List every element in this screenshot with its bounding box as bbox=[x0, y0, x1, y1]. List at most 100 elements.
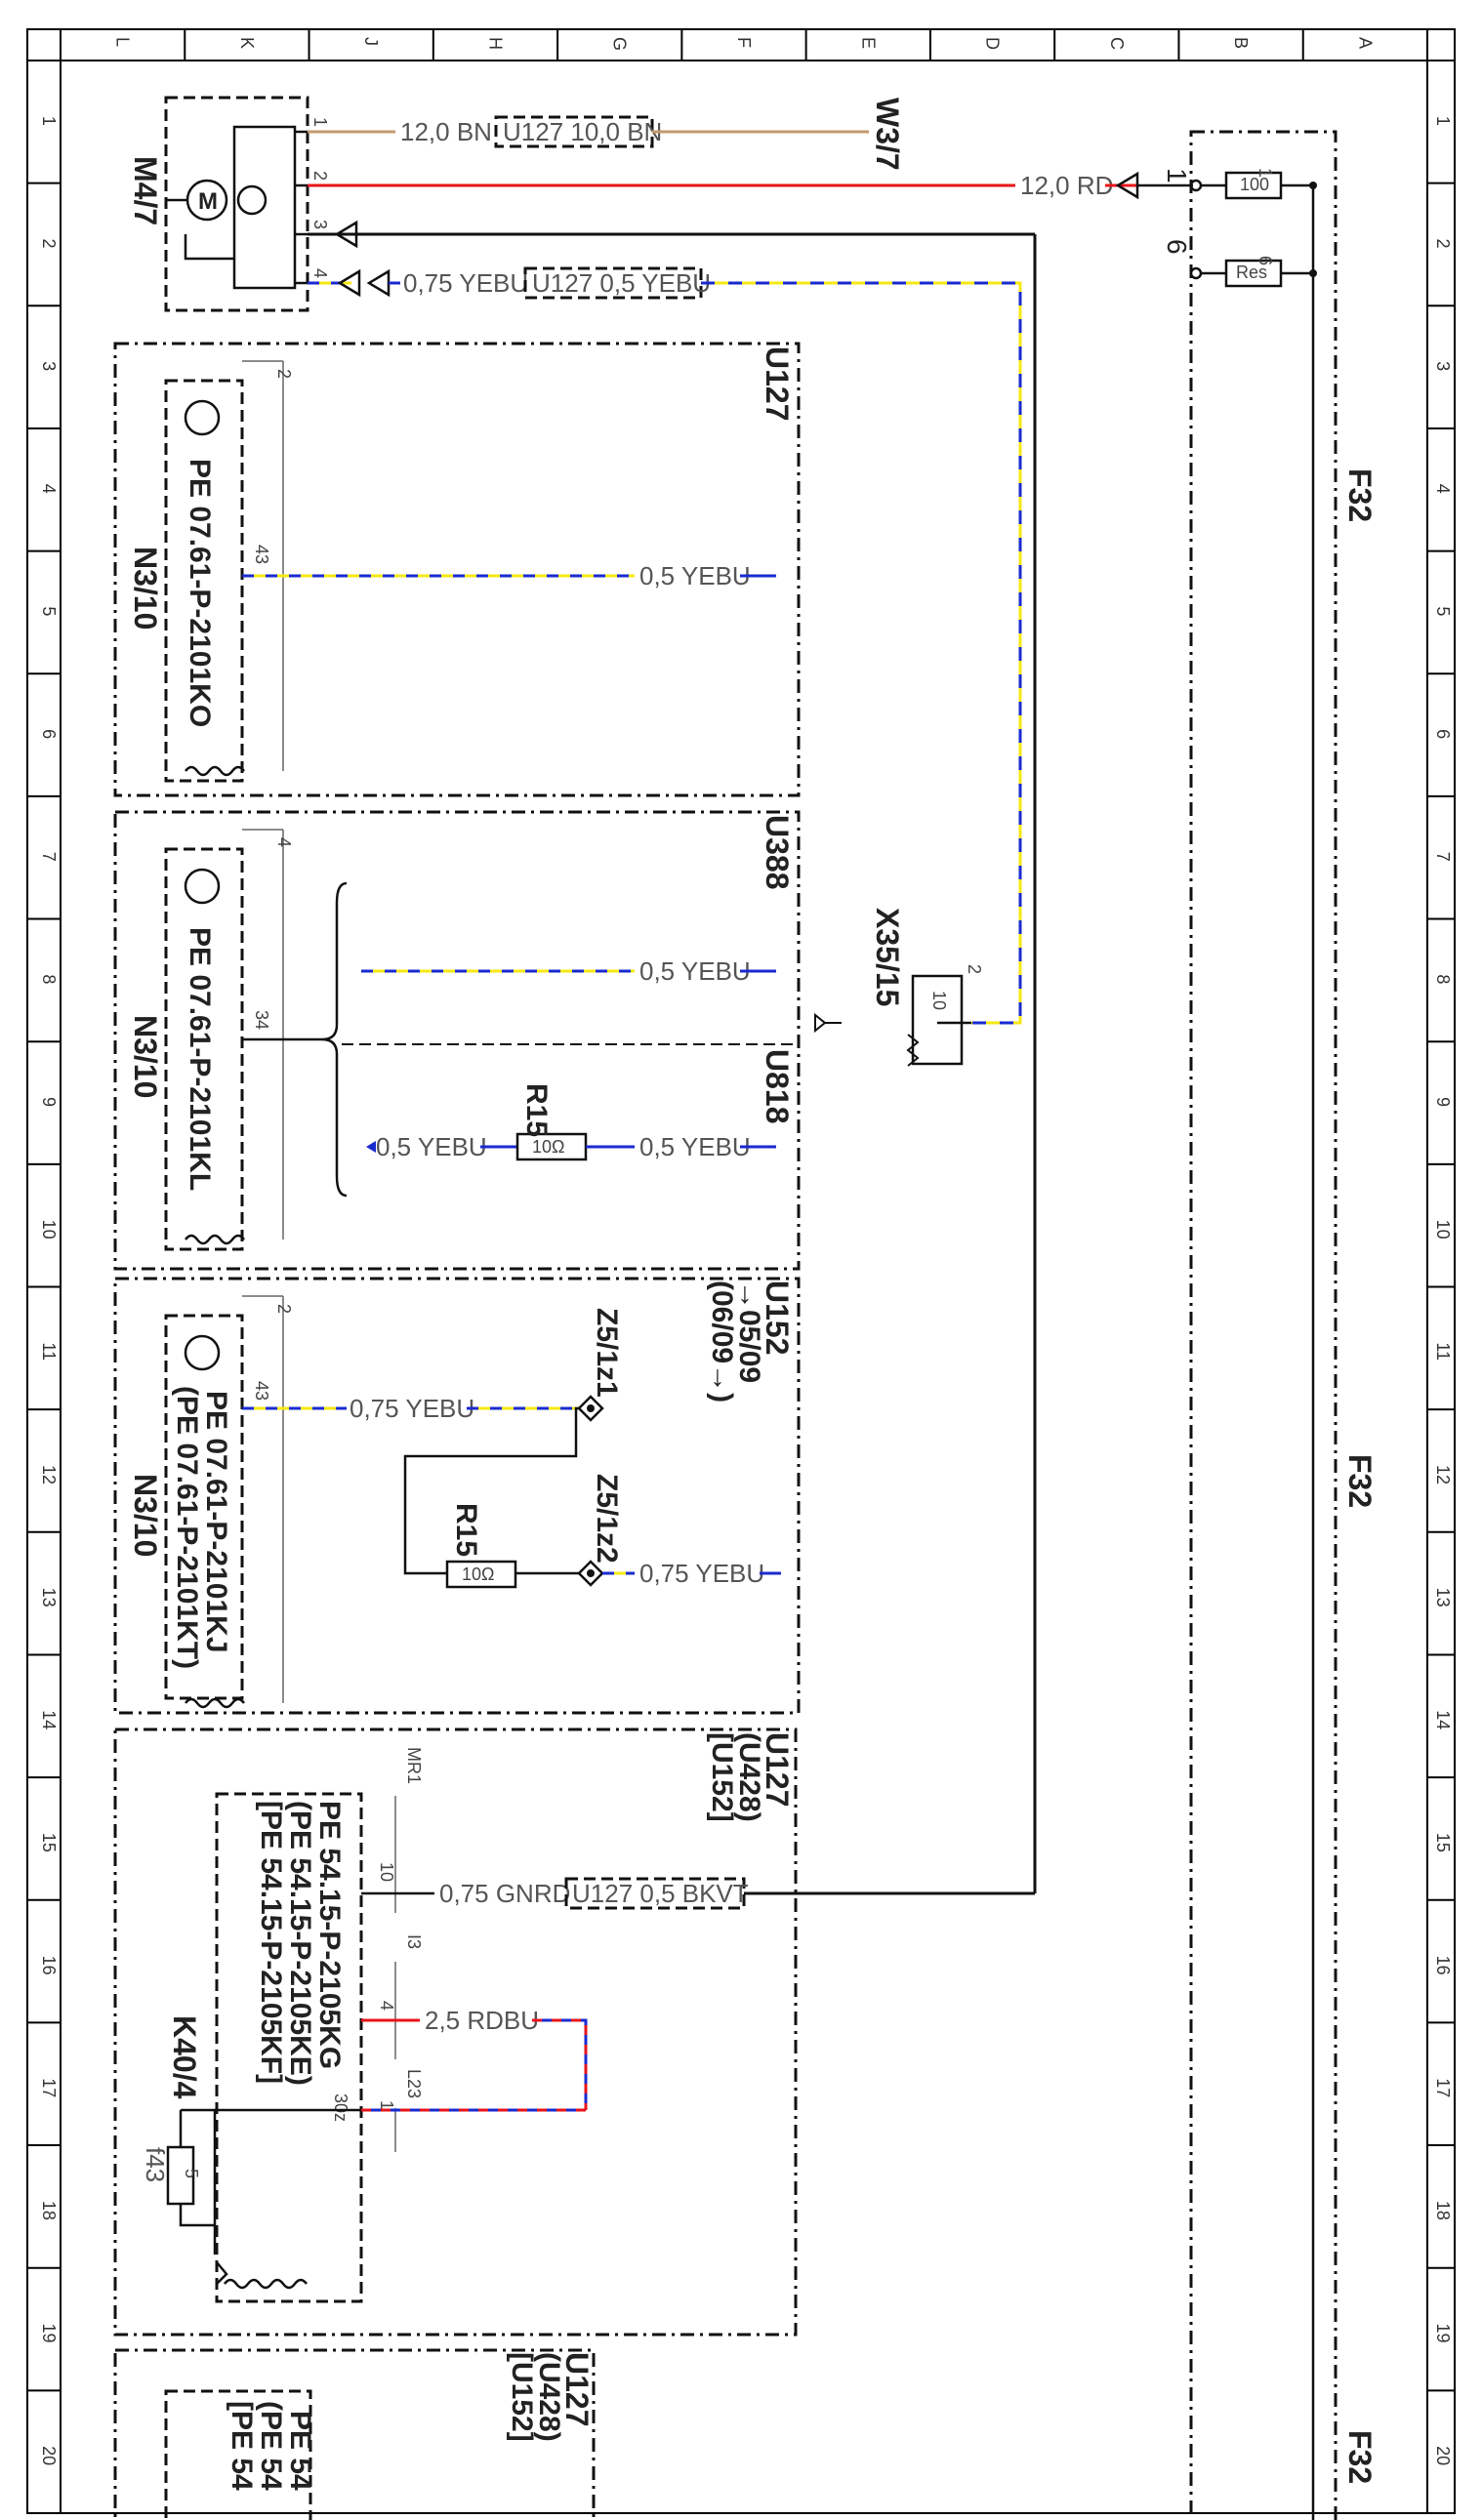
column-label-e: E bbox=[858, 37, 878, 49]
k40-pin-30z: 30z bbox=[331, 2093, 350, 2122]
row-label-left-20: 20 bbox=[39, 2446, 59, 2465]
row-label-left-8: 8 bbox=[39, 974, 59, 984]
column-label-a: A bbox=[1355, 37, 1375, 49]
u127-c-label: U127 bbox=[559, 2352, 595, 2427]
n3a-pin-2: 2 bbox=[274, 369, 294, 379]
wire-9b-label: 0,5 YEBU bbox=[639, 1132, 751, 1161]
u388-block bbox=[113, 810, 801, 1271]
n3-10-c-ref-2: (PE 07.61-P-2101KT) bbox=[171, 1386, 203, 1669]
fuse-100 bbox=[1224, 171, 1283, 200]
n3-10-a-ref: PE 07.61-P-2101KO bbox=[184, 459, 216, 727]
column-label-d: D bbox=[983, 37, 1003, 50]
row-label-right-19: 19 bbox=[1433, 2324, 1453, 2343]
z5-1z2-label: Z5/1z2 bbox=[591, 1474, 623, 1564]
ground-arrow-icon bbox=[334, 220, 358, 249]
row-label-right-20: 20 bbox=[1433, 2446, 1453, 2465]
row-label-right-4: 4 bbox=[1433, 484, 1453, 494]
r15-a-resistor bbox=[515, 1132, 588, 1161]
u127-b-label: U127 bbox=[760, 1732, 795, 1808]
row-label-left-12: 12 bbox=[39, 1465, 59, 1484]
k-bottom-ref-a: PE 54 bbox=[284, 2411, 316, 2491]
wire-1-variant: U127 10,0 BN bbox=[503, 117, 662, 146]
k40-l23: L23 bbox=[404, 2069, 424, 2098]
control-unit-icon bbox=[184, 399, 221, 436]
wire-9a-label: 0,5 YEBU bbox=[376, 1132, 487, 1161]
fuse-res bbox=[1224, 259, 1283, 288]
f43-fuse bbox=[166, 2145, 195, 2206]
f32-pin-1: 1 bbox=[1162, 168, 1192, 183]
m4-pin-3: 3 bbox=[310, 220, 330, 229]
row-label-left-14: 14 bbox=[39, 1710, 59, 1729]
x35-pin-10: 10 bbox=[929, 991, 949, 1010]
row-label-right-11: 11 bbox=[1433, 1342, 1453, 1361]
n3-10-b-label: N3/10 bbox=[128, 1015, 163, 1098]
row-label-left-3: 3 bbox=[39, 361, 59, 371]
fuse-100-label: 100 bbox=[1240, 175, 1269, 194]
k-bottom-ref-b: (PE 54 bbox=[255, 2401, 287, 2491]
r15-a-value: 10Ω bbox=[532, 1137, 564, 1157]
k40-pin-10: 10 bbox=[377, 1862, 396, 1882]
m4-7-label: M4/7 bbox=[128, 156, 163, 225]
k40-pin-4: 4 bbox=[377, 2001, 396, 2011]
k40-4-label: K40/4 bbox=[167, 2015, 202, 2099]
u818-label: U818 bbox=[760, 1049, 795, 1124]
k-bottom-ref-c: [PE 54 bbox=[226, 2401, 258, 2491]
control-unit-icon bbox=[184, 1334, 221, 1371]
row-label-left-7: 7 bbox=[39, 852, 59, 862]
wire-4-variant: U127 0,5 YEBU bbox=[532, 268, 711, 298]
wire-1-label: 12,0 BN bbox=[400, 117, 492, 146]
m4-pin-4: 4 bbox=[310, 268, 330, 278]
row-label-right-13: 13 bbox=[1433, 1588, 1453, 1607]
row-label-left-5: 5 bbox=[39, 606, 59, 616]
fuse-100-pin-1: 1 bbox=[1256, 168, 1275, 178]
bottom-block bbox=[113, 2348, 596, 2520]
z5-1z1-splice bbox=[577, 1395, 604, 1422]
n3-10-a-box bbox=[164, 379, 244, 783]
column-label-f: F bbox=[734, 37, 754, 48]
u428-b-label: (U428) bbox=[733, 1732, 765, 1822]
w3-7-label: W3/7 bbox=[870, 98, 905, 171]
column-label-l: L bbox=[113, 37, 133, 47]
u152-date-2: (06/09→) bbox=[706, 1280, 738, 1402]
wire-5-label: 0,5 YEBU bbox=[639, 561, 751, 590]
row-label-left-9: 9 bbox=[39, 1097, 59, 1107]
row-label-left-16: 16 bbox=[39, 1956, 59, 1975]
wire-15-label: 0,75 GNRD bbox=[439, 1879, 570, 1908]
row-label-right-17: 17 bbox=[1433, 2078, 1453, 2097]
column-label-k: K bbox=[237, 37, 257, 49]
n3b-pin-34: 34 bbox=[252, 1010, 271, 1030]
x35-15-label: X35/15 bbox=[870, 908, 905, 1006]
f32-pin-6: 6 bbox=[1162, 239, 1192, 255]
control-unit-icon bbox=[184, 868, 221, 905]
row-label-right-12: 12 bbox=[1433, 1465, 1453, 1484]
k40-ref-c: [PE 54.15-P-2105KF] bbox=[255, 1801, 287, 2084]
n3-10-c-label: N3/10 bbox=[128, 1474, 163, 1557]
n3-10-b-ref: PE 07.61-P-2101KL bbox=[184, 927, 216, 1191]
k40-ref-b: (PE 54.15-P-2105KE) bbox=[284, 1801, 316, 2086]
row-label-left-13: 13 bbox=[39, 1588, 59, 1607]
relay-icon bbox=[236, 184, 268, 216]
row-label-left-1: 1 bbox=[39, 116, 59, 126]
column-label-j: J bbox=[361, 37, 381, 46]
n3b-pin-4: 4 bbox=[274, 837, 294, 847]
row-label-left-17: 17 bbox=[39, 2078, 59, 2097]
row-label-left-2: 2 bbox=[39, 238, 59, 248]
u428-c-label: (U428) bbox=[533, 2352, 565, 2442]
k-bottom-box bbox=[164, 2389, 312, 2520]
u152-b-label: [U152] bbox=[706, 1732, 738, 1822]
f32-label-3: F32 bbox=[1342, 2430, 1378, 2484]
wire-2-label: 12,0 RD bbox=[1020, 171, 1113, 200]
f43-label: f43 bbox=[141, 2147, 170, 2182]
column-label-c: C bbox=[1107, 37, 1127, 50]
row-label-right-16: 16 bbox=[1433, 1956, 1453, 1975]
row-label-left-6: 6 bbox=[39, 729, 59, 739]
u127-label: U127 bbox=[760, 346, 795, 422]
k40-mr1: MR1 bbox=[404, 1747, 424, 1784]
wire-4-variant-box bbox=[523, 266, 703, 300]
n3c-pin-43: 43 bbox=[252, 1381, 271, 1401]
row-label-left-11: 11 bbox=[39, 1342, 59, 1361]
wire-4-label: 0,75 YEBU bbox=[403, 268, 528, 298]
wire-1-variant-box bbox=[494, 115, 654, 148]
